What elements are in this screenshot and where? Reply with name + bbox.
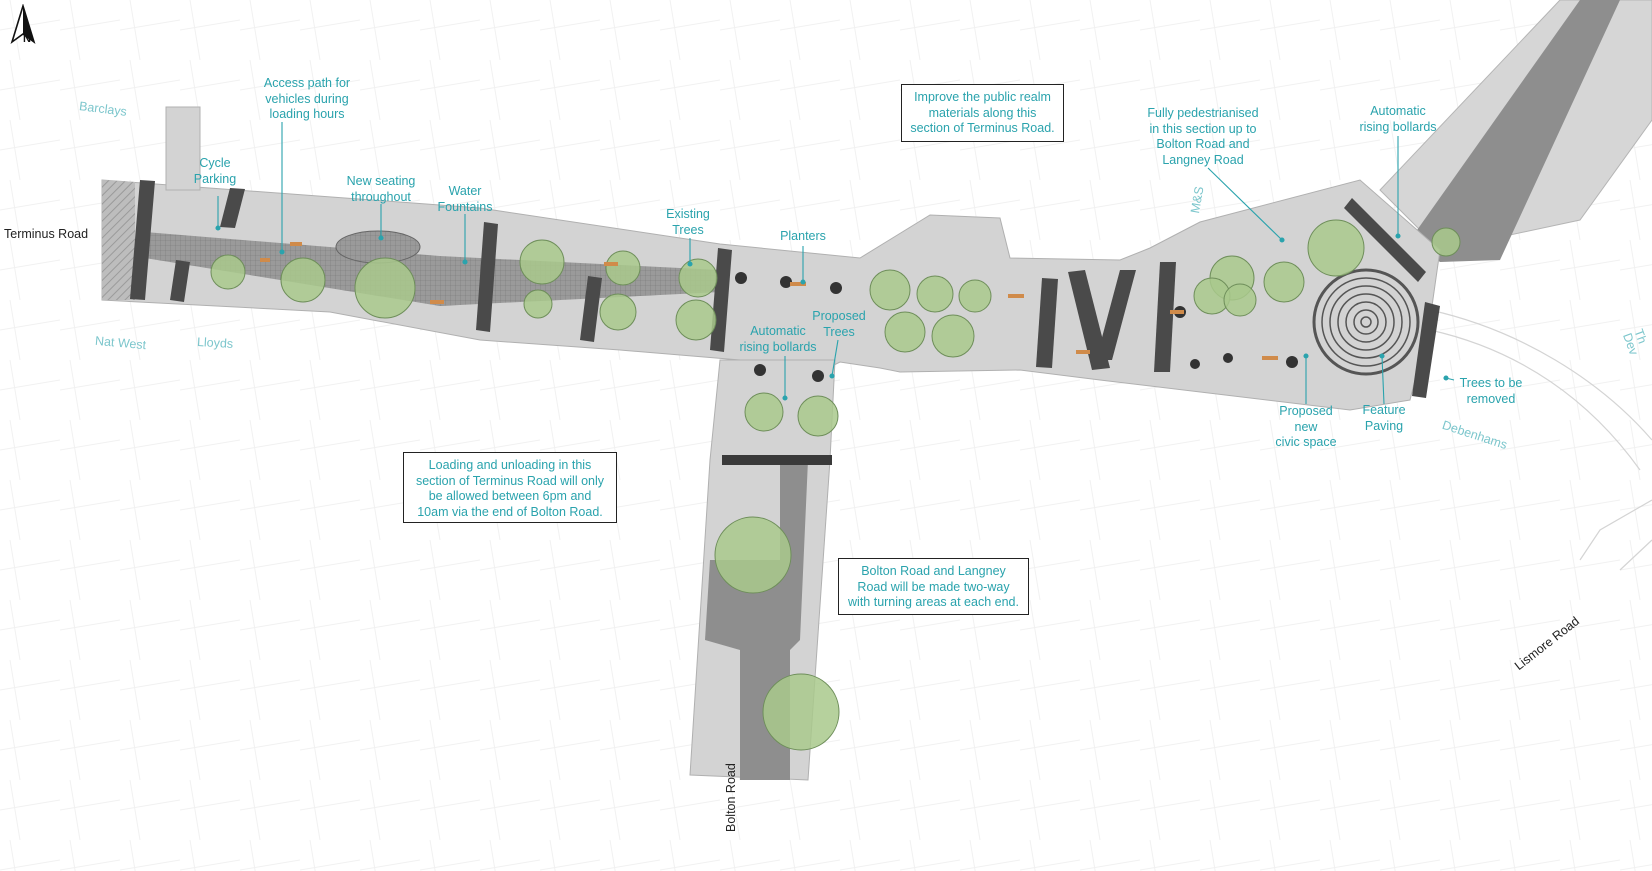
tree [605,250,641,286]
north-label: N [23,33,31,45]
label-proposed-civic-space: Proposed new civic space [1275,404,1337,449]
label-proposed-trees: Proposed Trees [812,309,866,339]
tree [958,279,992,313]
label-new-seating: New seating throughout [346,174,416,204]
benches [260,242,1278,360]
tree [884,311,926,353]
tree [1307,219,1365,277]
tree [762,673,840,751]
tree [354,257,416,319]
terminus-road-label: Terminus Road [4,227,89,241]
tree [519,239,565,285]
planters [735,272,1298,382]
tree [714,516,792,594]
tree [744,392,784,432]
trees [210,219,1461,751]
tree [599,293,637,331]
label-trees-removed: Trees to be removed [1459,376,1523,406]
note-public-realm: Improve the public realm materials along… [901,84,1064,142]
feature-paving-circle [1312,268,1420,376]
tree [869,269,911,311]
shop-lloyds: Lloyds [196,335,234,351]
tree [678,258,718,298]
tree [675,299,717,341]
lismore-road-lines [1429,309,1652,571]
label-existing-trees: Existing Trees [666,207,710,237]
tree [931,314,975,358]
note-loading-hours: Loading and unloading in this section of… [403,452,617,523]
label-cycle-parking: Cycle Parking [193,156,237,186]
tree [1263,261,1305,303]
note-two-way: Bolton Road and Langney Road will be mad… [838,558,1029,615]
label-access-path: Access path for vehicles during loading … [263,76,351,121]
label-auto-bollards-right: Automatic rising bollards [1359,104,1437,134]
tree [1223,283,1257,317]
north-arrow-icon [10,4,36,45]
bolton-road-label: Bolton Road [724,763,738,832]
tree [210,254,246,290]
annotation-leader-lines [215,122,1455,405]
tree [280,257,326,303]
tree [797,395,839,437]
tree [916,275,954,313]
label-feature-paving: Feature Paving [1362,403,1406,433]
tree [1431,227,1461,257]
label-fully-pedestrianised: Fully pedestrianised in this section up … [1147,106,1259,167]
label-water-fountains: Water Fountains [437,184,493,214]
label-auto-bollards-centre: Automatic rising bollards [739,324,817,354]
label-planters: Planters [780,229,826,243]
tree [523,289,553,319]
